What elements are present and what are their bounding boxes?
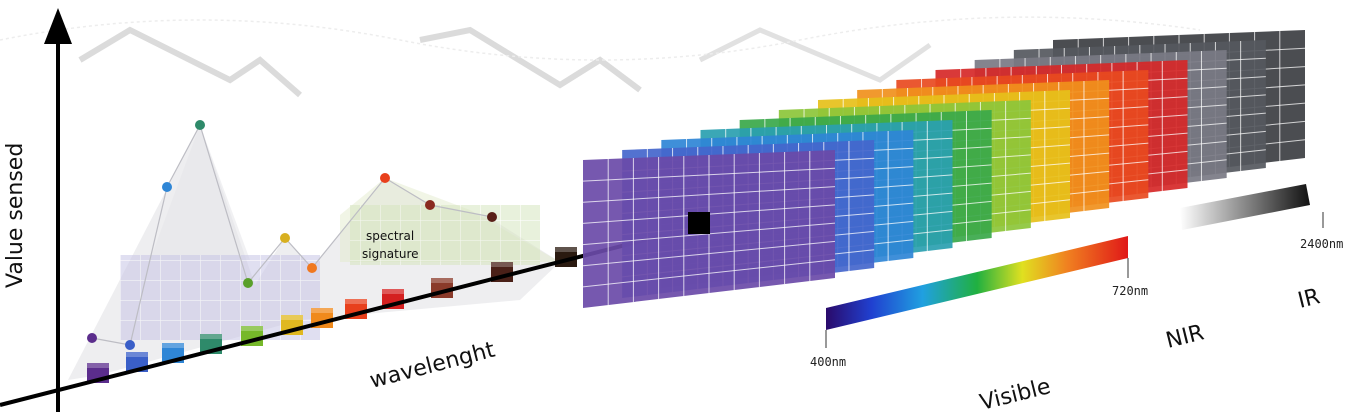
cube-grid-line bbox=[582, 167, 836, 182]
x-axis-label: wavelenght bbox=[367, 337, 498, 393]
band-marker-highlight bbox=[555, 247, 577, 252]
hyperspectral-cube bbox=[582, 30, 1306, 308]
signature-points bbox=[87, 120, 497, 350]
tick-400nm: 400nm bbox=[810, 355, 846, 369]
cube-grid-line bbox=[582, 259, 836, 288]
band-marker-highlight bbox=[281, 315, 303, 320]
tick-2400nm: 2400nm bbox=[1300, 237, 1343, 251]
signature-point bbox=[380, 173, 390, 183]
background-reflection bbox=[0, 16, 1201, 98]
signature-point bbox=[487, 212, 497, 222]
y-axis-label: Value sensed bbox=[3, 143, 28, 288]
region-visible: Visible bbox=[977, 374, 1053, 416]
cube-grid-line bbox=[582, 186, 836, 203]
region-ir: IR bbox=[1295, 284, 1322, 314]
signature-line bbox=[91, 123, 493, 346]
cube-grid-line bbox=[582, 240, 836, 267]
y-axis-arrow-icon bbox=[44, 8, 72, 44]
band-marker-highlight bbox=[87, 363, 109, 368]
signature-image-inset bbox=[120, 205, 540, 340]
band-marker-highlight bbox=[311, 308, 333, 313]
band-marker-highlight bbox=[200, 334, 222, 339]
band-marker-highlight bbox=[491, 262, 513, 267]
band-marker-highlight bbox=[162, 343, 184, 348]
signature-point bbox=[162, 182, 172, 192]
signature-point bbox=[307, 263, 317, 273]
signature-label-line1: spectral bbox=[366, 229, 414, 243]
signature-point bbox=[125, 340, 135, 350]
region-nir: NIR bbox=[1163, 320, 1206, 354]
band-marker-highlight bbox=[241, 326, 263, 331]
band-marker-highlight bbox=[431, 278, 453, 283]
signature-point bbox=[243, 278, 253, 288]
signature-point bbox=[87, 333, 97, 343]
band-marker-highlight bbox=[126, 352, 148, 357]
selected-pixel bbox=[688, 212, 710, 234]
tick-720nm: 720nm bbox=[1112, 284, 1148, 298]
visible-spectrum-bar bbox=[826, 236, 1128, 330]
band-marker-highlight bbox=[382, 289, 404, 294]
signature-point bbox=[195, 120, 205, 130]
signature-point bbox=[280, 233, 290, 243]
signature-point bbox=[425, 200, 435, 210]
band-marker-highlight bbox=[345, 299, 367, 304]
ir-gradient-bar bbox=[1180, 184, 1310, 230]
signature-label-line2: signature bbox=[362, 247, 419, 261]
